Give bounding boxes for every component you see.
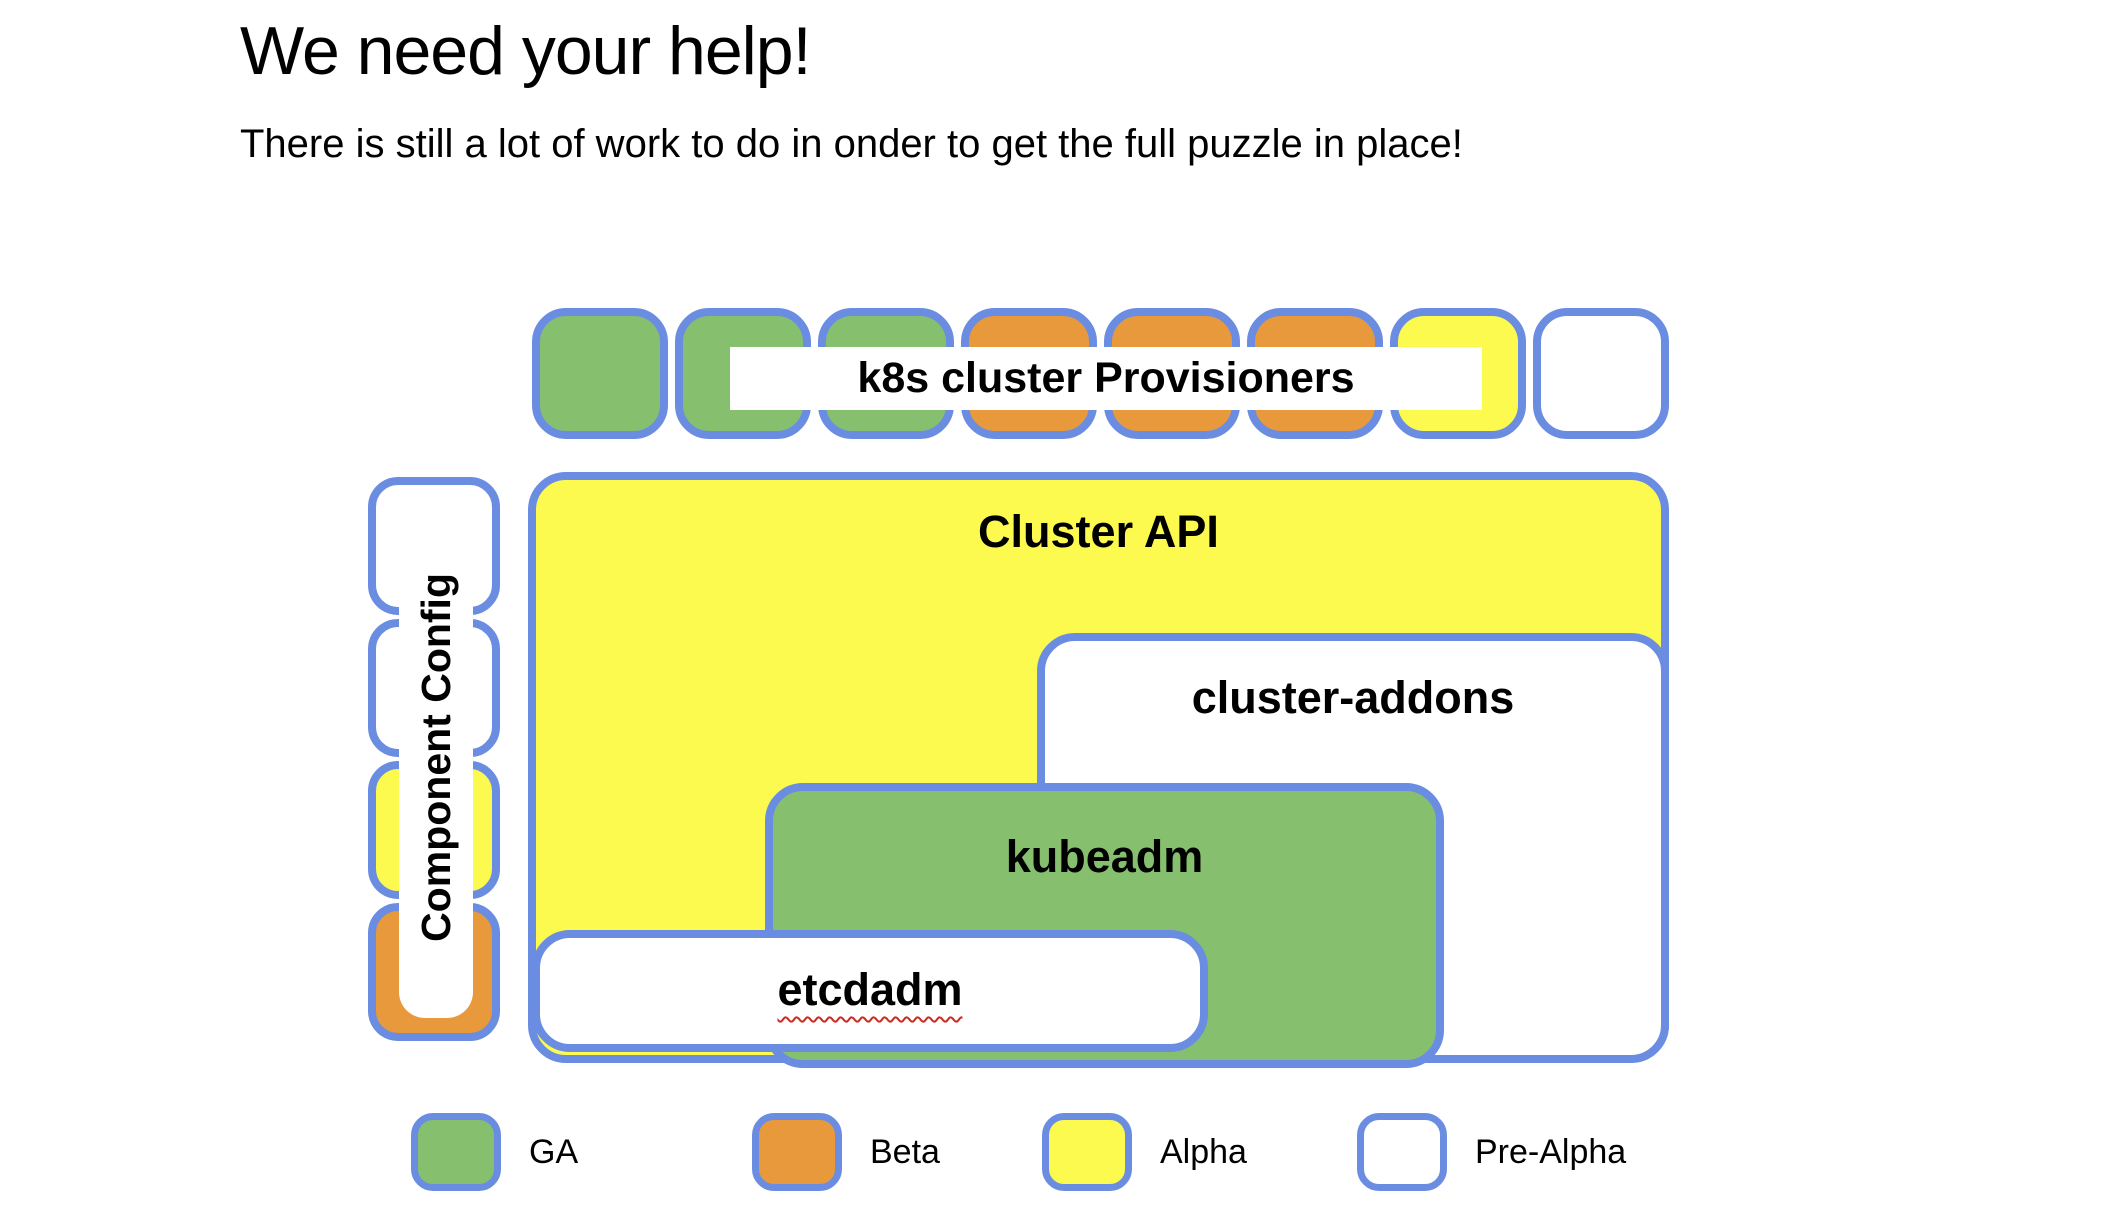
legend-item-prealpha: Pre-Alpha — [1357, 1113, 1626, 1191]
legend-swatch-beta — [752, 1113, 842, 1191]
legend-swatch-prealpha — [1357, 1113, 1447, 1191]
component-config-label: Component Config — [412, 573, 459, 942]
provisioner-square-prealpha — [1533, 308, 1669, 439]
legend-item-alpha: Alpha — [1042, 1113, 1247, 1191]
provisioners-label: k8s cluster Provisioners — [730, 347, 1482, 410]
legend-item-beta: Beta — [752, 1113, 940, 1191]
legend-label-prealpha: Pre-Alpha — [1475, 1132, 1627, 1171]
etcdadm-label: etcdadm — [777, 964, 963, 1015]
legend-swatch-ga — [411, 1113, 501, 1191]
page-title: We need your help! — [240, 13, 811, 89]
legend-label-ga: GA — [529, 1132, 579, 1171]
page-subtitle: There is still a lot of work to do in on… — [240, 122, 1463, 166]
legend-swatch-alpha — [1042, 1113, 1132, 1191]
cluster-api-label: Cluster API — [978, 506, 1219, 557]
provisioner-square-ga — [532, 308, 668, 439]
kubeadm-label: kubeadm — [1005, 831, 1204, 882]
legend-label-beta: Beta — [870, 1132, 940, 1171]
legend-item-ga: GA — [411, 1113, 578, 1191]
legend-label-alpha: Alpha — [1160, 1132, 1247, 1171]
cluster-addons-label: cluster-addons — [1191, 672, 1515, 723]
component-config-label-box: Component Config — [399, 497, 473, 1018]
etcdadm-box: etcdadm — [532, 930, 1208, 1052]
